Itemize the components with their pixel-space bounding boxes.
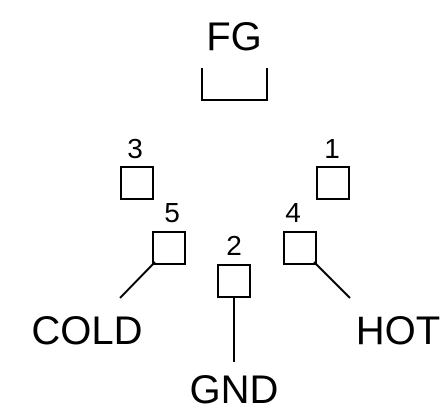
pin-4-pad [283,231,317,265]
pin-1-label: 1 [324,133,340,164]
pin-3-label: 3 [127,133,143,164]
pin-2-label: 2 [226,230,242,261]
fg-bracket [201,68,268,101]
pin-3-pad [120,166,154,200]
pin-5-label: 5 [164,197,180,228]
label-hot: HOT [356,309,440,353]
pin-4-label: 4 [285,197,301,228]
label-gnd: GND [190,368,279,411]
cold-lead-wire [119,261,156,299]
label-cold: COLD [31,309,142,353]
pin-1-pad [316,166,350,200]
hot-lead-wire [313,261,351,299]
pin-5-pad [152,231,186,265]
label-fg: FG [206,15,262,59]
pin-2-pad [217,264,251,298]
